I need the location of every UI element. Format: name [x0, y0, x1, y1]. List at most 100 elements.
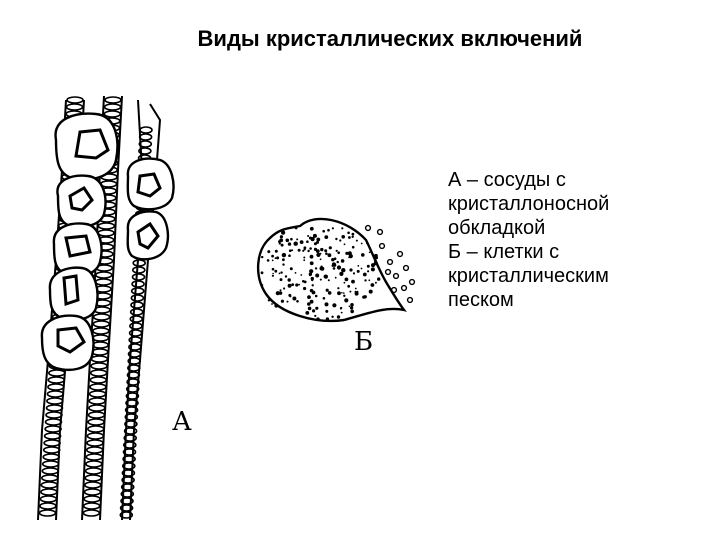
- sand-grain: [302, 280, 305, 283]
- sand-grain: [272, 273, 274, 275]
- coil-ring: [140, 127, 152, 133]
- sand-grain: [340, 272, 342, 274]
- coil-ring: [86, 454, 102, 460]
- coil-ring: [89, 405, 105, 411]
- sand-grain: [367, 265, 370, 268]
- sand-grain: [324, 235, 328, 239]
- sand-grain: [364, 279, 366, 281]
- sand-grain: [292, 297, 296, 301]
- sand-grain: [280, 240, 282, 242]
- sand-grain: [341, 268, 345, 272]
- coil-ring: [40, 496, 56, 502]
- sand-grain: [363, 273, 367, 277]
- coil-ring: [140, 134, 152, 140]
- sand-grain: [328, 253, 332, 257]
- coil-ring: [47, 391, 63, 397]
- legend-line: А – сосуды с: [448, 168, 688, 192]
- coil-ring: [89, 398, 105, 404]
- sand-grain: [353, 272, 355, 274]
- sand-grain: [320, 258, 322, 260]
- sand-grain: [288, 242, 291, 245]
- coil-ring: [67, 97, 83, 103]
- sand-grain: [268, 299, 270, 301]
- sand-grain: [312, 291, 316, 295]
- sand-grain: [309, 247, 312, 250]
- sand-grain: [272, 268, 275, 271]
- coil-ring: [98, 230, 114, 236]
- coil-ring: [98, 223, 114, 229]
- sand-grain: [267, 259, 270, 262]
- sand-grain: [288, 278, 291, 281]
- sand-grain: [348, 236, 351, 239]
- sand-grain: [337, 265, 341, 269]
- coil-ring: [47, 398, 63, 404]
- sand-grain: [296, 238, 298, 240]
- sand-grain: [344, 243, 346, 245]
- sand-grain: [371, 283, 375, 287]
- coil-ring: [84, 503, 100, 509]
- sand-grain: [337, 251, 340, 254]
- coil-ring: [132, 288, 144, 294]
- sand-grain: [280, 235, 283, 238]
- coil-ring: [44, 440, 60, 446]
- sand-grain: [341, 292, 343, 294]
- sand-grain: [366, 243, 368, 245]
- sand-grain: [335, 238, 337, 240]
- sand-grain: [361, 268, 363, 270]
- coil-ring: [83, 510, 99, 516]
- legend-line: песком: [448, 288, 688, 312]
- coil-ring: [41, 489, 57, 495]
- sand-grain: [375, 282, 377, 284]
- sand-grain: [303, 257, 305, 259]
- sand-grain: [280, 278, 283, 281]
- coil-ring: [42, 475, 58, 481]
- coil-ring: [91, 356, 107, 362]
- loose-crystal: [380, 244, 385, 249]
- sand-grain: [331, 258, 334, 261]
- sand-grain: [341, 312, 343, 314]
- coil-ring: [84, 496, 100, 502]
- coil-ring: [133, 260, 145, 266]
- figure-b-label: Б: [354, 327, 373, 357]
- sand-grain: [315, 274, 319, 278]
- sand-grain: [282, 253, 286, 257]
- sand-grain: [345, 278, 349, 282]
- sand-grain: [350, 303, 354, 307]
- legend-line: Б – клетки с: [448, 240, 688, 264]
- sand-grain: [302, 250, 304, 252]
- sand-grain: [298, 249, 301, 252]
- legend-line: кристаллическим: [448, 264, 688, 288]
- sand-grain: [275, 250, 278, 253]
- sand-grain: [275, 257, 277, 259]
- crystal-cell: [128, 212, 168, 260]
- sand-grain: [306, 240, 309, 243]
- sand-grain: [296, 300, 299, 303]
- sand-grain: [290, 267, 293, 270]
- sand-grain: [362, 296, 365, 299]
- sand-grain: [320, 248, 323, 251]
- sand-grain: [343, 295, 345, 297]
- coil-ring: [130, 316, 142, 322]
- sand-grain: [310, 261, 314, 265]
- sand-grain: [335, 277, 337, 279]
- sand-grain: [367, 270, 369, 272]
- sand-grain: [307, 235, 309, 237]
- sand-grain: [337, 287, 339, 289]
- loose-crystal: [366, 226, 371, 231]
- sand-grain: [369, 290, 373, 294]
- sand-grain: [316, 317, 319, 320]
- loose-crystal: [388, 260, 393, 265]
- sand-grain: [311, 237, 314, 240]
- coil-ring: [49, 370, 65, 376]
- sand-grain: [333, 267, 336, 270]
- sand-grain: [377, 277, 380, 280]
- sand-grain: [340, 307, 342, 309]
- coil-ring: [132, 281, 144, 287]
- sand-grain: [361, 243, 363, 245]
- coil-ring: [88, 426, 104, 432]
- coil-ring: [105, 104, 121, 110]
- figure-a-vessels: [38, 96, 174, 520]
- sand-grain: [371, 267, 375, 271]
- sand-grain: [348, 257, 350, 259]
- sand-grain: [315, 295, 318, 298]
